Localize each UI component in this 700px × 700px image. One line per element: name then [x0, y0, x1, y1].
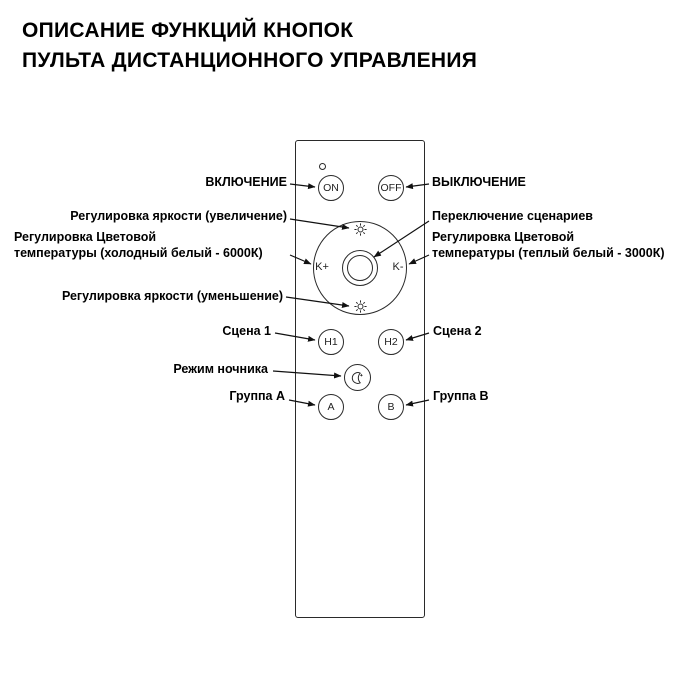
on-button-label: ON	[323, 182, 339, 194]
label-color-temp-cold-line2: температуры (холодный белый - 6000К)	[14, 246, 263, 260]
label-power-off: ВЫКЛЮЧЕНИЕ	[432, 175, 526, 189]
page-title-line1: ОПИСАНИЕ ФУНКЦИЙ КНОПОК	[22, 19, 354, 42]
sun-icon-brightness-down	[354, 300, 367, 313]
label-scene-2: Сцена 2	[433, 324, 482, 338]
label-color-temp-warm-line1: Регулировка Цветовой	[432, 230, 575, 244]
label-color-temp-cold: Регулировка Цветовой температуры (холодн…	[14, 229, 263, 261]
label-brightness-down: Регулировка яркости (уменьшение)	[61, 289, 283, 303]
k-plus-button: K+	[315, 261, 329, 273]
label-group-b: Группа B	[433, 389, 489, 403]
page-title-line2: ПУЛЬТА ДИСТАНЦИОННОГО УПРАВЛЕНИЯ	[22, 49, 478, 72]
off-button: OFF	[378, 175, 404, 201]
group-b-button: B	[378, 394, 404, 420]
k-minus-button: K-	[392, 261, 404, 273]
h1-scene-button: H1	[318, 329, 344, 355]
label-group-a: Группа A	[229, 389, 285, 403]
group-a-button-label: A	[327, 401, 335, 413]
off-button-label: OFF	[380, 182, 402, 194]
label-power-on: ВКЛЮЧЕНИЕ	[205, 175, 287, 189]
label-color-temp-warm-line2: температуры (теплый белый - 3000К)	[432, 246, 665, 260]
on-button: ON	[318, 175, 344, 201]
group-a-button: A	[318, 394, 344, 420]
h2-scene-button: H2	[378, 329, 404, 355]
label-color-temp-cold-line1: Регулировка Цветовой	[14, 230, 157, 244]
led-indicator-dot	[319, 163, 326, 170]
h2-button-label: H2	[384, 336, 398, 348]
sun-icon-brightness-up	[354, 223, 367, 236]
crescent-moon-star-icon	[350, 370, 366, 386]
label-brightness-up: Регулировка яркости (увеличение)	[70, 209, 287, 223]
scenario-center-button-inner	[347, 255, 373, 281]
h1-button-label: H1	[324, 336, 338, 348]
label-scenario-switch: Переключение сценариев	[432, 209, 593, 223]
label-color-temp-warm: Регулировка Цветовой температуры (теплый…	[432, 229, 665, 261]
label-scene-1: Сцена 1	[222, 324, 271, 338]
group-b-button-label: B	[387, 401, 395, 413]
page-title: ОПИСАНИЕ ФУНКЦИЙ КНОПОК ПУЛЬТА ДИСТАНЦИО…	[22, 16, 477, 76]
label-night-mode: Режим ночника	[173, 362, 268, 376]
night-mode-button	[344, 364, 371, 391]
